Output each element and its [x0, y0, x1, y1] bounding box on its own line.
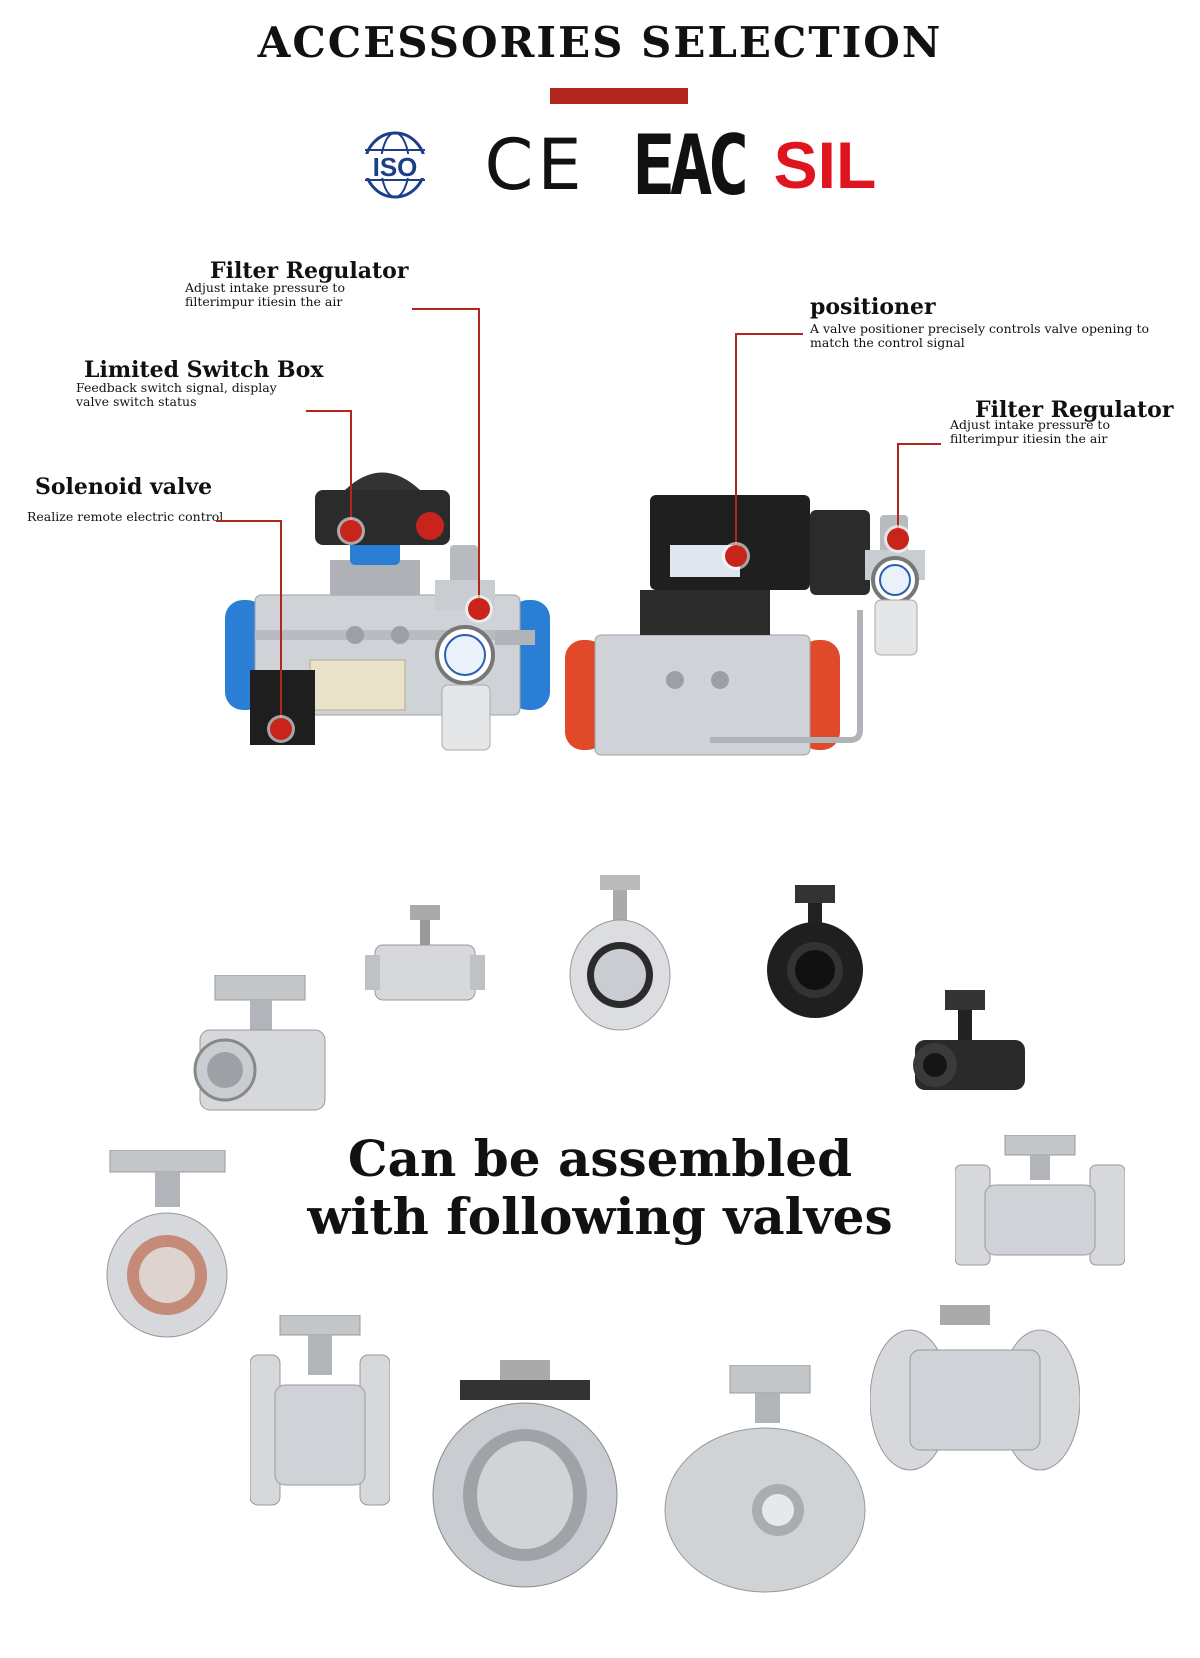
eac-logo: EAC — [631, 116, 750, 214]
globe-icon: ISO — [355, 131, 435, 199]
solenoid-valve-marker — [270, 718, 292, 740]
filter-regulator-left-desc: Adjust intake pressure to filterimpur it… — [185, 280, 345, 309]
svg-text:ISO: ISO — [373, 152, 418, 182]
filter-regulator-left-marker — [468, 598, 490, 620]
left-actuator-assembly — [220, 470, 560, 800]
title-underline — [550, 88, 688, 104]
flanged-ball-valve-image — [954, 1134, 1126, 1279]
leader-line-filter-left-h — [412, 308, 479, 310]
v-port-ball-valve-image — [249, 1314, 391, 1524]
filter-regulator-right-title: Filter Regulator — [975, 397, 1174, 423]
pvc-ball-valve-image — [910, 990, 1030, 1109]
assembled-caption: Can be assembled with following valves — [0, 1130, 1200, 1246]
double-flanged-butterfly-valve-image — [430, 1360, 620, 1594]
leader-line-filter-right-h — [897, 443, 941, 445]
leader-line-switch-v — [350, 410, 352, 532]
high-platform-flanged-ball-valve-image — [869, 1305, 1081, 1479]
wafer-ball-valve-image — [660, 1364, 870, 1599]
sil-logo: SIL — [773, 128, 877, 202]
two-piece-ball-valve-image — [180, 974, 330, 1124]
assembled-caption-line1: Can be assembled — [347, 1129, 853, 1188]
filter-regulator-right-marker — [887, 528, 909, 550]
three-piece-ball-valve-image — [365, 900, 485, 1019]
leader-line-positioner-v — [735, 333, 737, 555]
page-title: ACCESSORIES SELECTION — [257, 18, 943, 67]
limited-switch-box-title: Limited Switch Box — [84, 357, 324, 383]
sanitary-butterfly-valve-image — [105, 1149, 240, 1344]
assembled-caption-line2: with following valves — [307, 1187, 893, 1246]
filter-regulator-left-title: Filter Regulator — [210, 258, 409, 284]
positioner-desc: A valve positioner precisely controls va… — [810, 321, 1150, 350]
positioner-marker — [725, 545, 747, 567]
leader-line-positioner-h — [735, 333, 803, 335]
wafer-butterfly-valve-image — [565, 875, 675, 1039]
ce-logo: CE — [484, 124, 586, 206]
leader-line-filter-left-v — [478, 308, 480, 614]
leader-line-switch-h — [306, 410, 352, 412]
solenoid-valve-desc: Realize remote electric control — [27, 509, 224, 524]
leader-line-filter-right-v — [897, 443, 899, 535]
iso-logo: ISO — [355, 130, 435, 200]
leader-line-solenoid-h — [216, 520, 281, 522]
pvc-butterfly-valve-image — [760, 885, 870, 1024]
positioner-title: positioner — [810, 294, 936, 320]
limited-switch-box-marker — [340, 520, 362, 542]
filter-regulator-right-desc: Adjust intake pressure to filterimpur it… — [950, 417, 1110, 446]
solenoid-valve-title: Solenoid valve — [35, 474, 213, 500]
limited-switch-box-desc: Feedback switch signal, display valve sw… — [76, 380, 277, 409]
leader-line-solenoid-v — [280, 520, 282, 730]
right-actuator-assembly — [560, 490, 950, 800]
